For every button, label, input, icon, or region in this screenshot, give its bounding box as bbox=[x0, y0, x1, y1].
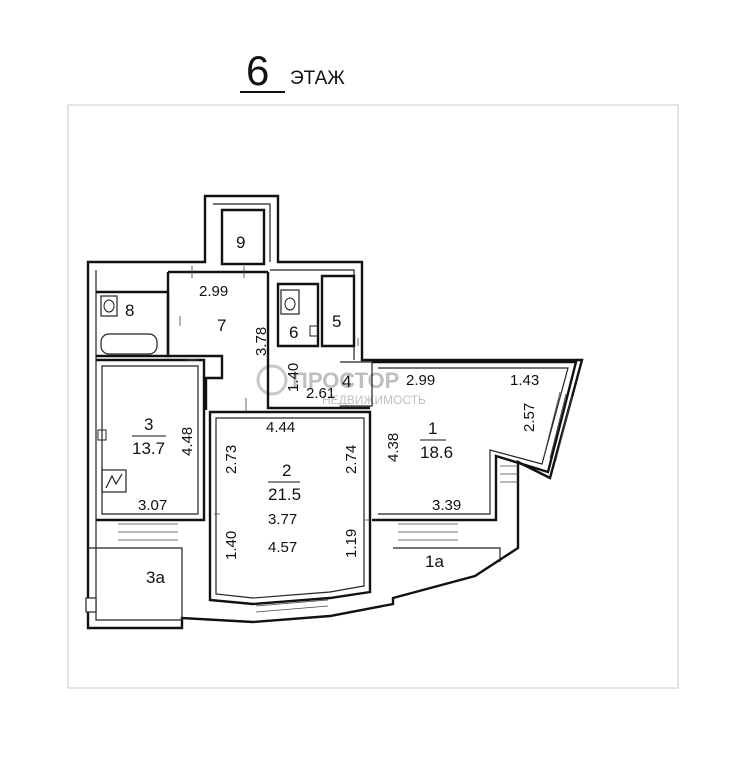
room9-walls bbox=[220, 208, 266, 266]
room-3-area: 13.7 bbox=[132, 439, 165, 458]
watermark: ПРОСТОР НЕДВИЖИМОСТЬ bbox=[256, 364, 426, 407]
balcony-door-1 bbox=[398, 523, 458, 541]
toilet-bowl-room6-icon bbox=[284, 297, 296, 311]
dimension-ticks bbox=[179, 266, 370, 521]
bathtub-icon bbox=[100, 333, 158, 355]
toilet-room8-icon bbox=[100, 295, 118, 317]
floor-number: 6 bbox=[246, 47, 269, 94]
dimension-labels: 2.99 3.78 1.40 2.61 2.99 1.43 2.57 4.38 … bbox=[138, 283, 539, 560]
room-labels: 1 18.6 2 21.5 3 13.7 1а 3а 4 5 6 7 8 9 bbox=[125, 233, 453, 587]
balcony-door-3 bbox=[118, 523, 178, 541]
dimension-label: 1.40 bbox=[223, 531, 240, 560]
floor-header: 6 ЭТАЖ bbox=[240, 47, 345, 94]
dimension-label: 3.07 bbox=[138, 497, 167, 514]
room3-walls bbox=[96, 358, 206, 522]
room9-inner bbox=[213, 203, 271, 262]
frame-outline bbox=[67, 104, 679, 689]
dimension-label: 2.74 bbox=[343, 445, 360, 474]
room-1-area: 18.6 bbox=[420, 443, 453, 462]
balcony-1a bbox=[393, 547, 501, 562]
room-2-number: 2 bbox=[282, 461, 291, 480]
dimension-label: 1.19 bbox=[343, 529, 360, 558]
dimension-label: 4.38 bbox=[385, 433, 402, 462]
watermark-line2: НЕДВИЖИМОСТЬ bbox=[322, 393, 426, 407]
room-3a-number: 3а bbox=[146, 568, 165, 587]
dimension-label: 4.44 bbox=[266, 419, 295, 436]
dimension-label: 2.57 bbox=[521, 403, 538, 432]
room-8-number: 8 bbox=[125, 301, 134, 320]
room3-inner bbox=[101, 365, 199, 515]
dimension-label: 2.99 bbox=[406, 372, 435, 389]
room4-walls bbox=[340, 361, 373, 407]
window-room2 bbox=[255, 599, 329, 613]
room-4-number: 4 bbox=[342, 372, 351, 391]
watermark-line1: ПРОСТОР bbox=[292, 368, 399, 393]
balconies bbox=[85, 547, 501, 620]
riser-room6-icon bbox=[309, 325, 319, 337]
window-room1 bbox=[543, 391, 573, 461]
dimension-label: 4.57 bbox=[268, 539, 297, 556]
room2-walls bbox=[208, 410, 372, 606]
room1-walls bbox=[372, 360, 578, 522]
balcony-door-1-side bbox=[500, 465, 518, 483]
dimension-label: 2.73 bbox=[223, 445, 240, 474]
room-7-number: 7 bbox=[217, 316, 226, 335]
room-6-number: 6 bbox=[289, 323, 298, 342]
room-9-number: 9 bbox=[236, 233, 245, 252]
exterior-wall-inner-left bbox=[95, 270, 182, 621]
room2-inner bbox=[215, 417, 365, 599]
toilet-room6-icon bbox=[280, 289, 300, 315]
walls bbox=[86, 194, 584, 630]
balcony-3a bbox=[88, 547, 183, 620]
fixtures bbox=[97, 289, 319, 493]
room5-walls bbox=[320, 274, 356, 348]
windows bbox=[118, 391, 573, 613]
dimension-label: 3.77 bbox=[268, 511, 297, 528]
exterior-wall bbox=[86, 194, 584, 630]
room-1-number: 1 bbox=[428, 419, 437, 438]
riser-icon bbox=[97, 429, 107, 441]
balcony-3a-post bbox=[85, 597, 97, 613]
room-3-number: 3 bbox=[144, 415, 153, 434]
dimension-label: 3.39 bbox=[432, 497, 461, 514]
stove-symbol-icon bbox=[105, 473, 123, 489]
stove-icon bbox=[101, 469, 127, 493]
floor-word: ЭТАЖ bbox=[290, 68, 345, 89]
dimension-label: 1.40 bbox=[285, 363, 302, 392]
room-5-number: 5 bbox=[332, 312, 341, 331]
dimension-label: 2.61 bbox=[306, 385, 335, 402]
watermark-logo-icon bbox=[256, 364, 288, 396]
dimension-label: 3.78 bbox=[253, 327, 270, 356]
room1-inner bbox=[378, 367, 569, 515]
room-1a-number: 1а bbox=[425, 552, 444, 571]
dimension-label: 4.48 bbox=[179, 427, 196, 456]
room8-walls bbox=[96, 290, 170, 358]
toilet-bowl-room8-icon bbox=[103, 299, 115, 313]
dimension-label: 1.43 bbox=[510, 372, 539, 389]
room-2-area: 21.5 bbox=[268, 485, 301, 504]
room6-walls bbox=[276, 282, 320, 348]
dimension-label: 2.99 bbox=[199, 283, 228, 300]
